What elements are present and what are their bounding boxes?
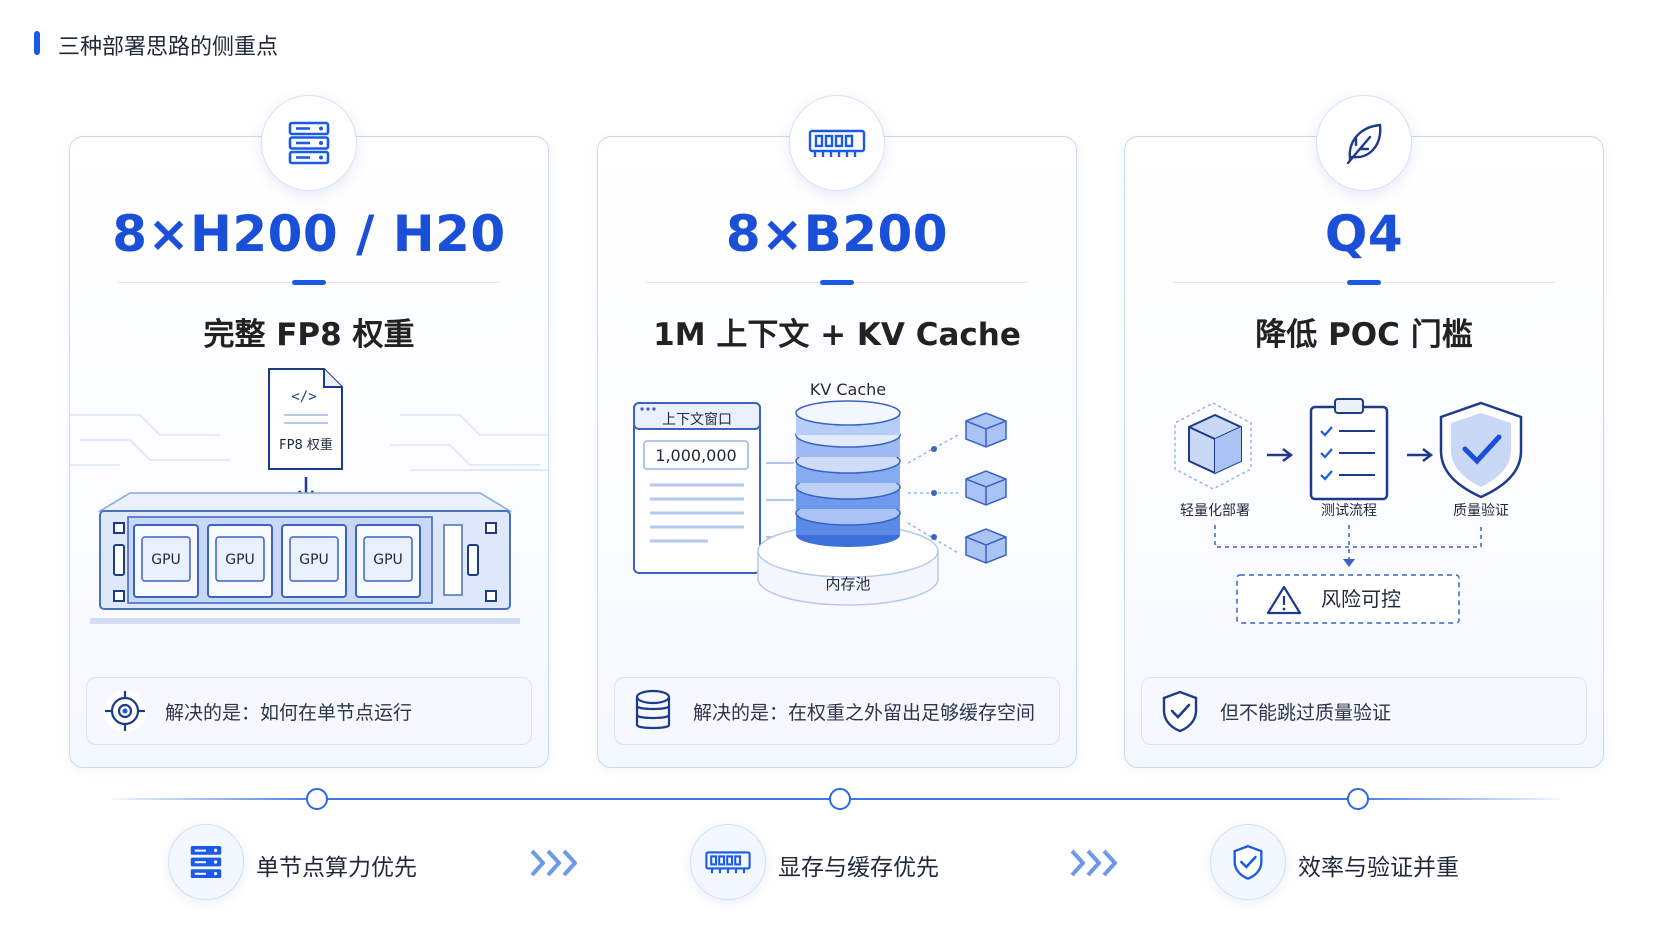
kv-cache-illustration: 上下文窗口 1,000,000 KV Cache 内存池 — [633, 380, 1007, 606]
footer-text: 解决的是：在权重之外留出足够缓存空间 — [693, 702, 1036, 724]
card-single-node: 8×H200 / H20 完整 FP8 权重 </> FP8 权重 — [69, 95, 549, 768]
card-headline: 8×H200 / H20 — [112, 205, 506, 263]
memory-badge — [789, 95, 885, 191]
memory-module-icon — [808, 129, 866, 157]
step-label: 轻量化部署 — [1180, 503, 1250, 519]
context-value: 1,000,000 — [655, 446, 736, 465]
card-subtitle: 完整 FP8 权重 — [203, 317, 415, 353]
leaf-badge — [1316, 95, 1412, 191]
merge-lines — [1214, 525, 1482, 561]
gpu-server-illustration: </> FP8 权重 GPU GPU — [70, 368, 548, 624]
summary-label: 单节点算力优先 — [256, 855, 417, 881]
cube-icon — [965, 528, 1007, 564]
summary-efficiency: 效率与验证并重 — [1210, 824, 1510, 900]
divider-accent — [820, 280, 854, 285]
server-icon — [190, 846, 222, 878]
shield-check-icon — [1233, 844, 1263, 880]
summary-icon-circle — [1210, 824, 1286, 900]
database-icon — [635, 689, 671, 730]
gpu-label: GPU — [151, 552, 181, 568]
target-icon — [104, 690, 146, 732]
card-subtitle: 1M 上下文 + KV Cache — [653, 317, 1021, 353]
step-label: 测试流程 — [1321, 503, 1377, 519]
cache-stack — [795, 400, 901, 547]
summary-single-node: 单节点算力优先 — [168, 824, 468, 900]
card-long-context: 8×B200 1M 上下文 + KV Cache 上下文窗口 1,000,000… — [597, 95, 1077, 768]
card-headline: 8×B200 — [725, 205, 949, 263]
gpu-label: GPU — [225, 552, 255, 568]
footer-text: 但不能跳过质量验证 — [1220, 702, 1392, 724]
context-window-panel — [633, 402, 761, 574]
gpu-module: GPU — [207, 524, 273, 598]
divider-accent — [292, 280, 326, 285]
fp8-file-icon — [268, 368, 343, 470]
arrow-right-icon — [1267, 448, 1294, 462]
kv-cache-label: KV Cache — [810, 380, 886, 399]
summary-icon-circle — [168, 824, 244, 900]
card-headline: Q4 — [1324, 205, 1404, 263]
code-glyph: </> — [291, 389, 316, 405]
timeline-node — [829, 788, 851, 810]
chevrons-right-icon — [1070, 849, 1117, 877]
risk-label: 风险可控 — [1321, 587, 1401, 611]
divider-accent — [1347, 280, 1381, 285]
shield-check-icon — [1162, 690, 1198, 733]
footer-text: 解决的是：如何在单节点运行 — [165, 702, 413, 724]
summary-memory: 显存与缓存优先 — [690, 824, 990, 900]
summary-icon-circle — [690, 824, 766, 900]
risk-box — [1236, 574, 1460, 624]
gpu-module: GPU — [281, 524, 347, 598]
memory-module-icon — [705, 851, 751, 874]
checklist-icon — [1309, 398, 1389, 501]
memory-pool-label: 内存池 — [825, 575, 870, 593]
server-badge — [261, 95, 357, 191]
arrow-right-icon — [1407, 448, 1434, 462]
chevrons-right-icon — [530, 849, 577, 877]
shield-check-icon — [1439, 401, 1523, 499]
timeline-node — [306, 788, 328, 810]
card-footer: 解决的是：如何在单节点运行 — [86, 677, 532, 745]
gpu-module: GPU — [133, 524, 199, 598]
summary-label: 显存与缓存优先 — [778, 855, 939, 881]
lightweight-cube-icon — [1174, 402, 1252, 490]
poc-flow-illustration: 轻量化部署 测试流程 质量验证 — [1174, 398, 1523, 624]
context-window-label: 上下文窗口 — [662, 411, 732, 428]
summary-label: 效率与验证并重 — [1298, 855, 1459, 881]
gpu-module: GPU — [355, 524, 421, 598]
timeline-node — [1347, 788, 1369, 810]
title-accent-bar — [34, 31, 40, 55]
server-icon — [288, 121, 330, 165]
cube-icon — [965, 412, 1007, 448]
card-quantized: Q4 降低 POC 门槛 轻量化部署 测试流程 — [1124, 95, 1604, 768]
gpu-label: GPU — [299, 552, 329, 568]
page-title: 三种部署思路的侧重点 — [58, 35, 279, 60]
card-footer: 但不能跳过质量验证 — [1141, 677, 1587, 745]
card-subtitle: 降低 POC 门槛 — [1255, 317, 1473, 353]
step-label: 质量验证 — [1453, 503, 1509, 519]
card-footer: 解决的是：在权重之外留出足够缓存空间 — [614, 677, 1060, 745]
cube-icon — [965, 470, 1007, 506]
file-label: FP8 权重 — [279, 437, 333, 453]
gpu-label: GPU — [373, 552, 403, 568]
flow-arrows — [766, 462, 794, 538]
leaf-icon — [1346, 123, 1382, 165]
warning-icon — [1266, 585, 1302, 615]
circuit-lines — [70, 414, 548, 471]
